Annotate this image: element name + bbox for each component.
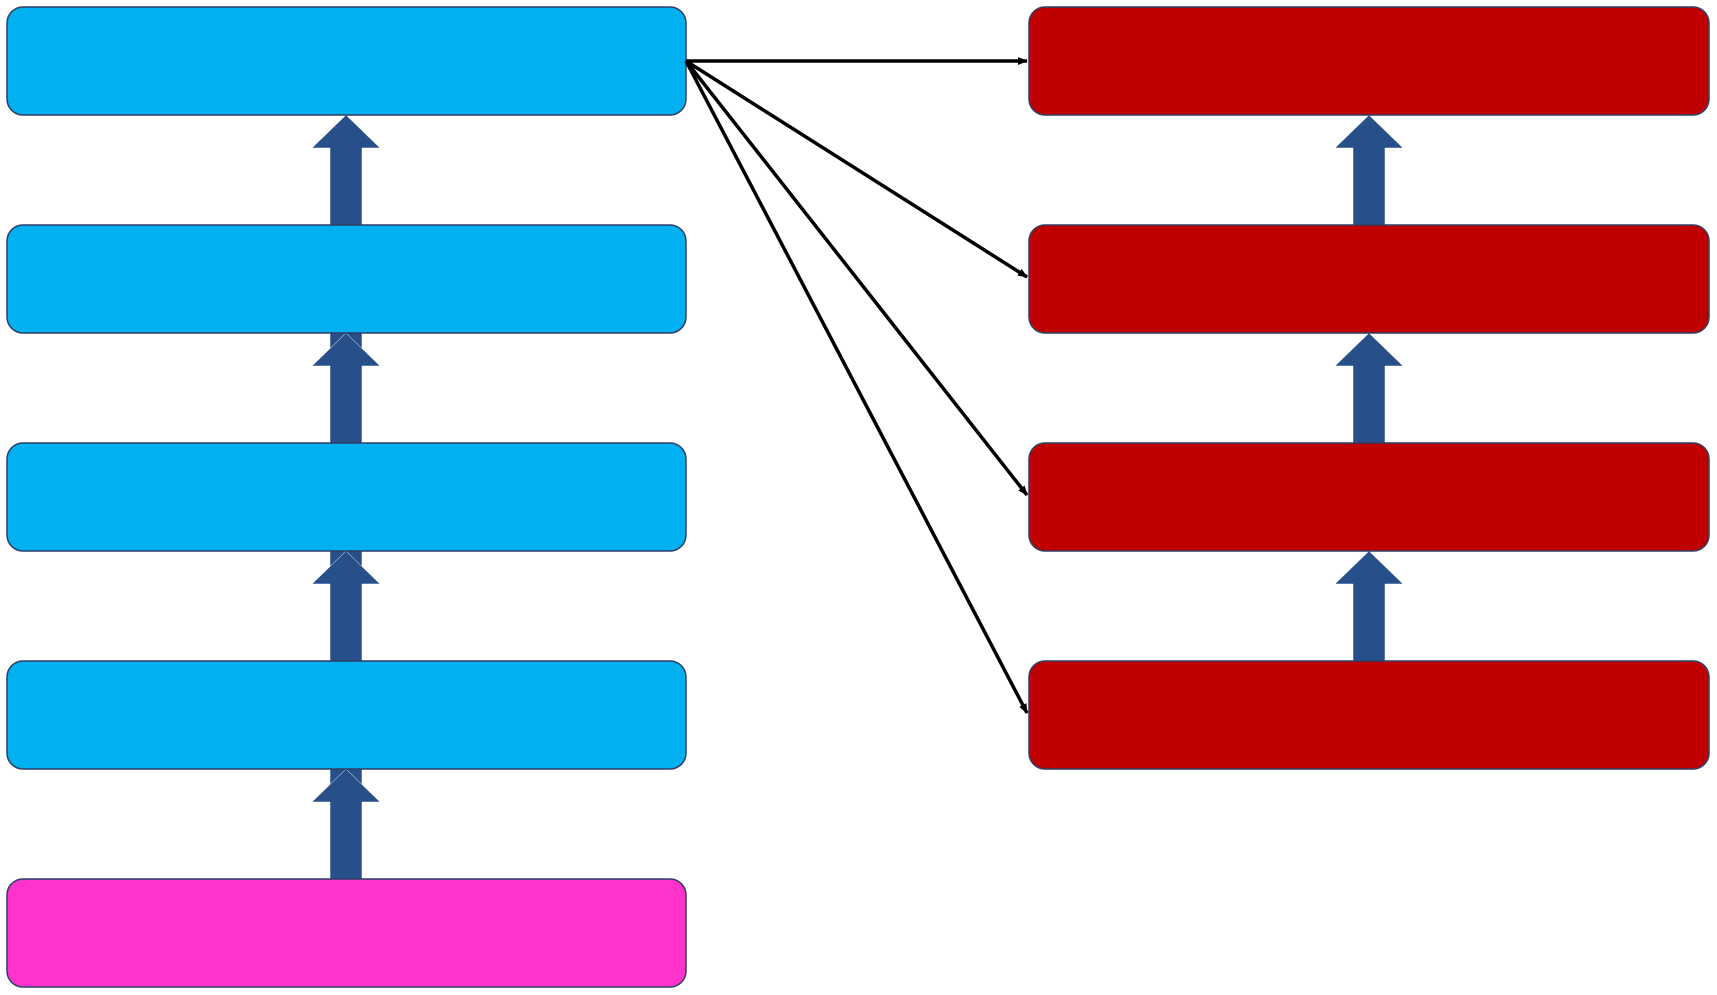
- decoder-block-1: [1028, 6, 1710, 116]
- connectors: [684, 57, 1029, 714]
- decoder-stack: [1028, 6, 1710, 770]
- up-block-arrow: [311, 332, 381, 446]
- up-block-arrow: [1334, 114, 1404, 228]
- encoder-block-3: [6, 442, 687, 552]
- connector-arrow: [684, 60, 1029, 714]
- decoder-block-2: [1028, 224, 1710, 334]
- connector-arrow: [684, 59, 1029, 497]
- encoder-block-2: [6, 224, 687, 334]
- up-block-arrow: [311, 550, 381, 664]
- up-block-arrow: [1334, 550, 1404, 664]
- encoder-block-4: [6, 660, 687, 770]
- input-block: [6, 878, 687, 988]
- up-block-arrow: [1334, 332, 1404, 446]
- decoder-block-3: [1028, 442, 1710, 552]
- decoder-block-4: [1028, 660, 1710, 770]
- connector-arrow: [685, 59, 1028, 279]
- encoder-stack: [6, 6, 687, 988]
- encoder-block-1: [6, 6, 687, 116]
- up-block-arrow: [311, 768, 381, 881]
